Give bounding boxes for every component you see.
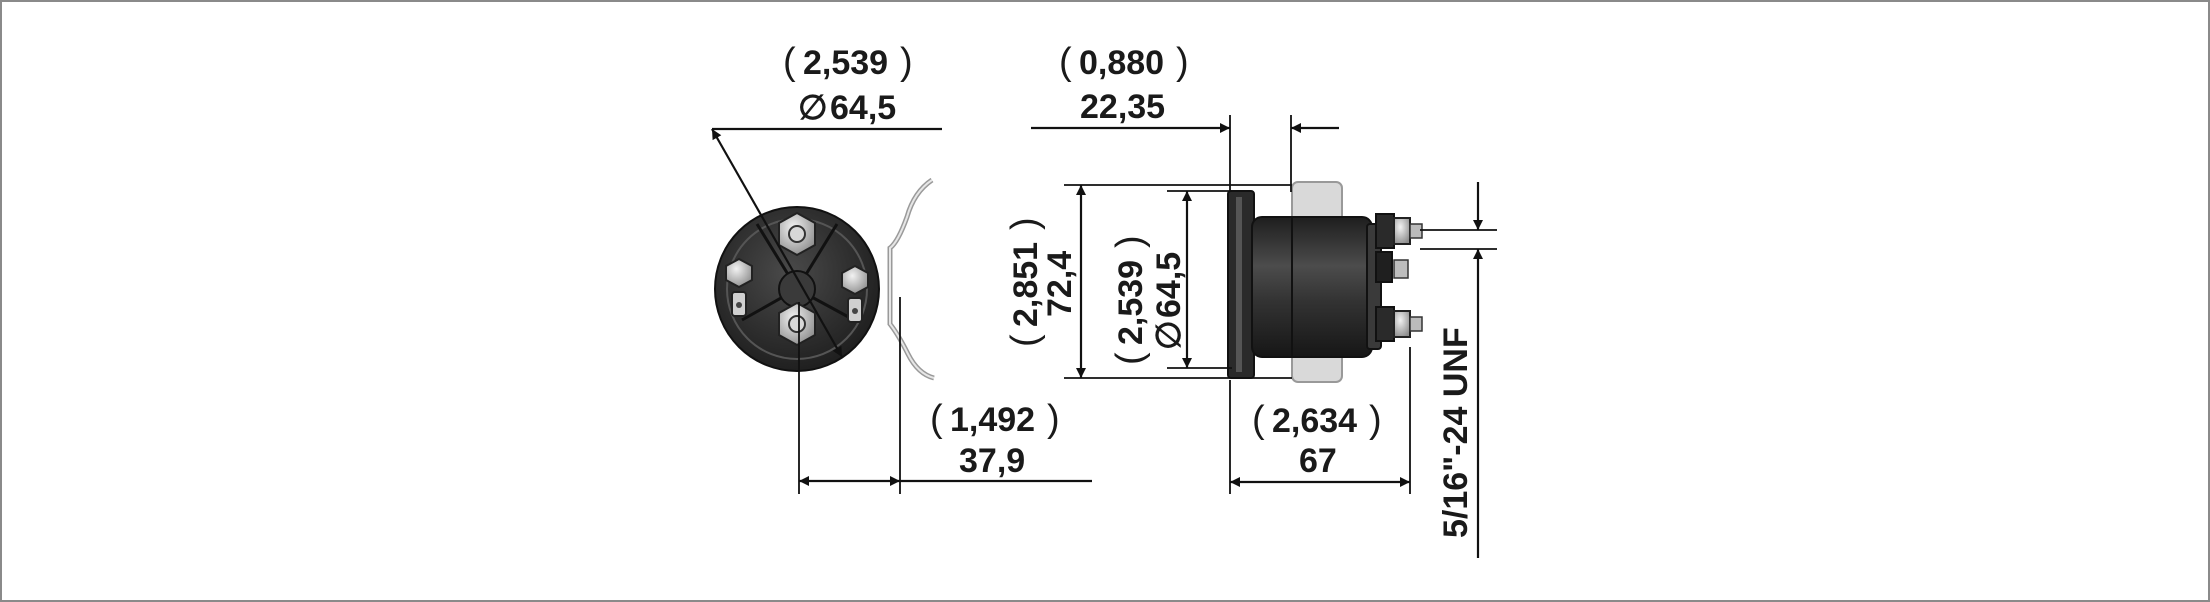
side-diameter-inch: 2,539 bbox=[1112, 260, 1150, 345]
solenoid-body bbox=[1251, 216, 1373, 358]
svg-text:(: ( bbox=[930, 398, 943, 440]
terminal-offset-dimension: ( 1,492 ) 37,9 bbox=[798, 297, 1092, 494]
side-diameter-symbol: ∅ bbox=[1150, 320, 1188, 350]
svg-text:): ) bbox=[1369, 399, 1382, 441]
flange-thickness-mm: 22,35 bbox=[1080, 88, 1165, 126]
flange-thickness-dimension: ( 0,880 ) 22,35 bbox=[1031, 41, 1339, 192]
height-mm: 72,4 bbox=[1041, 251, 1079, 317]
svg-text:): ) bbox=[1004, 217, 1046, 230]
svg-text:(: ( bbox=[1004, 334, 1046, 347]
terminal-bottom bbox=[778, 301, 816, 347]
front-diameter-dimension: ( 2,539 ) ∅ 64,5 bbox=[711, 41, 942, 358]
length-mm: 67 bbox=[1299, 442, 1337, 480]
thread-spec: 5/16"-24 UNF bbox=[1437, 327, 1475, 538]
svg-text:(: ( bbox=[1252, 399, 1265, 441]
terminal-offset-inch: 1,492 bbox=[950, 401, 1035, 439]
flange-thickness-inch: 0,880 bbox=[1079, 44, 1164, 82]
front-view bbox=[714, 177, 935, 381]
diameter-symbol: ∅ bbox=[798, 89, 828, 127]
bracket-wire bbox=[887, 177, 935, 381]
svg-text:): ) bbox=[900, 41, 913, 83]
front-diameter-inch: 2,539 bbox=[803, 44, 888, 82]
length-inch: 2,634 bbox=[1272, 402, 1357, 440]
svg-text:(: ( bbox=[783, 41, 796, 83]
svg-text:): ) bbox=[1176, 41, 1189, 83]
svg-text:): ) bbox=[1047, 398, 1060, 440]
height-inch: 2,851 bbox=[1007, 242, 1045, 327]
svg-text:): ) bbox=[1109, 235, 1151, 248]
terminal-offset-mm: 37,9 bbox=[959, 442, 1025, 480]
side-terminals bbox=[1375, 213, 1423, 342]
side-diameter-mm: 64,5 bbox=[1150, 252, 1188, 318]
front-diameter-mm: 64,5 bbox=[830, 89, 896, 127]
svg-text:(: ( bbox=[1059, 41, 1072, 83]
svg-text:(: ( bbox=[1109, 352, 1151, 365]
height-dimension: ( 2,851 ) 72,4 bbox=[1004, 184, 1292, 379]
side-view bbox=[1227, 181, 1423, 383]
side-diameter-dimension: ( 2,539 ) ∅ 64,5 bbox=[1109, 190, 1232, 369]
length-dimension: ( 2,634 ) 67 bbox=[1229, 347, 1411, 494]
thread-dimension: 5/16"-24 UNF bbox=[1420, 182, 1497, 558]
terminal-top bbox=[778, 211, 816, 257]
terminal-right bbox=[841, 264, 869, 323]
